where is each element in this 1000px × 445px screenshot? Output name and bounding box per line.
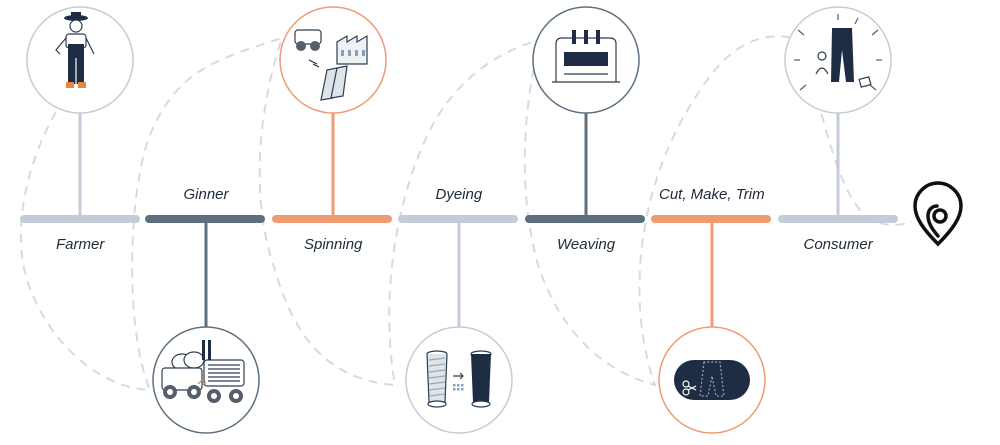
timeline-notch-ginner xyxy=(200,216,212,223)
stage-label-consumer: Consumer xyxy=(803,236,873,253)
stage-circle-weaving xyxy=(532,6,640,114)
location-pin-icon xyxy=(913,181,963,247)
dashed-path xyxy=(19,35,913,392)
stage-circle-consumer xyxy=(784,6,892,114)
stage-label-ginner: Ginner xyxy=(183,186,229,203)
illustration-dyeing xyxy=(426,350,492,408)
stage-label-spinning: Spinning xyxy=(304,236,363,253)
illustration-spinning xyxy=(294,29,368,101)
stage-circle-cmt xyxy=(658,326,766,434)
timeline-notch-farmer xyxy=(74,215,86,222)
stage-label-cmt: Cut, Make, Trim xyxy=(659,186,765,203)
dashed-journey-path xyxy=(19,35,913,392)
timeline-notch-weaving xyxy=(580,215,592,222)
stage-label-weaving: Weaving xyxy=(557,236,616,253)
illustration-ginner xyxy=(161,340,245,403)
stage-circle-spinning xyxy=(279,6,387,114)
stage-circle-farmer xyxy=(26,6,134,114)
illustration-consumer xyxy=(794,14,882,91)
illustration-weaving xyxy=(552,30,620,83)
timeline-notch-cmt xyxy=(706,216,718,223)
stage-label-farmer: Farmer xyxy=(56,236,105,253)
timeline-notch-consumer xyxy=(832,215,844,222)
timeline-notch-spinning xyxy=(327,215,339,222)
timeline-notch-dyeing xyxy=(453,216,465,223)
stage-circle-ginner xyxy=(152,326,260,434)
illustration-farmer xyxy=(55,12,95,88)
illustration-cmt xyxy=(674,360,750,400)
stage-circle-dyeing xyxy=(405,326,513,434)
stage-label-dyeing: Dyeing xyxy=(435,186,483,203)
circle-outline-dyeing xyxy=(405,326,513,434)
